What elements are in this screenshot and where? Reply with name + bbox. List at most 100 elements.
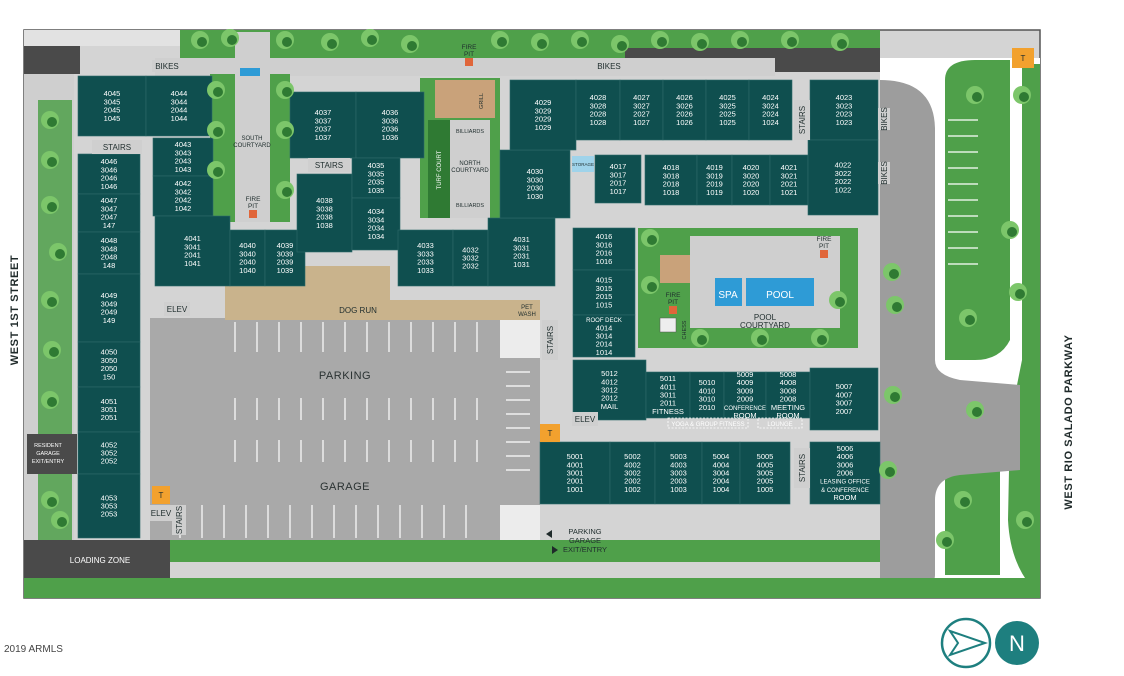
pet-wash-label-2: WASH	[518, 312, 536, 318]
tree-icon	[737, 37, 747, 47]
tree-icon	[213, 167, 223, 177]
unit-label: 3003	[670, 469, 687, 478]
unit-4035	[351, 157, 401, 199]
unit-4049	[77, 273, 141, 343]
billiards-label-1: BILLIARDS	[456, 129, 484, 135]
unit-4031	[487, 217, 556, 287]
unit-4043	[152, 137, 214, 177]
unit-4024	[748, 79, 793, 141]
pet-wash-label-1: PET	[521, 305, 533, 311]
unit-label: 1027	[633, 118, 650, 127]
unit-label: 4045	[104, 89, 121, 98]
unit-5004	[701, 441, 741, 505]
north-label: N	[1009, 631, 1025, 656]
unit-label: 5006	[837, 444, 854, 453]
unit-label: 2046	[101, 174, 118, 183]
unit-label: 4036	[382, 108, 399, 117]
unit-label: 149	[103, 316, 116, 325]
parking-garage-label-3: EXIT/ENTRY	[563, 545, 607, 554]
unit-label: 2004	[713, 477, 730, 486]
unit-label: 4046	[101, 157, 118, 166]
east-lawn-north	[945, 60, 1010, 360]
unit-label: 4031	[513, 235, 530, 244]
pool-courtyard-label-1: POOL	[754, 313, 777, 322]
unit-4027	[619, 79, 664, 141]
fire-pit-icon	[249, 210, 257, 218]
chess-board	[659, 317, 677, 333]
unit-label: 2051	[101, 413, 118, 422]
unit-label: 3002	[624, 469, 641, 478]
garage-hatch-1	[500, 318, 540, 358]
unit-label: ROOM	[733, 411, 756, 420]
unit-4038	[296, 173, 353, 253]
tree-icon	[55, 249, 65, 259]
unit-label: 4034	[368, 207, 385, 216]
north-courtyard-walk	[450, 120, 490, 218]
bikes-tag	[594, 60, 624, 72]
tree-icon	[227, 35, 237, 45]
unit-label: 3008	[780, 386, 797, 395]
bikes-tag-label: BIKES	[880, 161, 889, 185]
unit-label: 3023	[836, 101, 853, 110]
tree-icon	[1007, 227, 1017, 237]
yoga-box	[667, 417, 749, 429]
unit-4021	[769, 154, 809, 206]
unit-label: 5003	[670, 452, 687, 461]
unit-label: 1004	[713, 485, 730, 494]
unit-4023	[809, 79, 879, 141]
unit-5001	[539, 441, 611, 505]
tree-icon	[817, 335, 827, 345]
unit-label: 1016	[596, 257, 613, 266]
unit-4032	[452, 229, 489, 287]
stairs-tag-label: STAIRS	[798, 454, 807, 482]
unit-label: 3030	[527, 175, 544, 184]
unit-5009	[723, 371, 767, 419]
garage-area	[150, 318, 540, 540]
unit-label: 2052	[101, 457, 118, 466]
unit-label: 5011	[660, 374, 676, 383]
unit-label: 3028	[590, 101, 607, 110]
south-courtyard-label-1: SOUTH	[242, 136, 263, 142]
tree-icon	[327, 39, 337, 49]
unit-label: 2017	[610, 179, 627, 188]
unit-label: 2037	[315, 125, 332, 134]
bikes-tag-label: BIKES	[155, 62, 179, 71]
dog-run	[225, 300, 515, 320]
unit-label: 2032	[462, 262, 479, 271]
unit-label: 3043	[175, 148, 192, 157]
unit-label: 5008	[780, 370, 797, 379]
unit-4017	[594, 154, 642, 204]
unit-label: 1019	[706, 188, 723, 197]
loading-zone	[24, 540, 170, 578]
unit-label: 4051	[101, 397, 118, 406]
unit-roof-deck	[572, 314, 636, 358]
unit-label: 4030	[527, 167, 544, 176]
stairs-tag	[542, 320, 558, 360]
unit-4050	[77, 341, 141, 388]
unit-label: 4008	[780, 378, 797, 387]
unit-label: ROOM	[776, 411, 799, 420]
resident-garage-sign	[27, 434, 77, 474]
unit-label: 5007	[836, 382, 853, 391]
pet-wash	[514, 300, 540, 320]
unit-label: 3034	[368, 215, 385, 224]
tree-icon	[47, 117, 57, 127]
unit-label: 3036	[382, 116, 399, 125]
unit-label: 1028	[590, 118, 607, 127]
unit-label: 1035	[368, 186, 385, 195]
unit-label: 2022	[835, 177, 852, 186]
fire-pit-pool-label: FIRE	[666, 292, 681, 299]
unit-label: 1029	[535, 123, 552, 132]
unit-label: 5010	[699, 378, 716, 387]
unit-4047	[77, 193, 141, 233]
unit-label: 3042	[175, 187, 192, 196]
unit-label: 2025	[719, 110, 736, 119]
unit-label: 3053	[101, 502, 118, 511]
unit-label: 3025	[719, 101, 736, 110]
unit-label: 3007	[836, 399, 853, 408]
unit-label: 3046	[101, 165, 118, 174]
tree-icon	[892, 302, 902, 312]
unit-label: 3009	[737, 386, 754, 395]
unit-label: 3032	[462, 254, 479, 263]
